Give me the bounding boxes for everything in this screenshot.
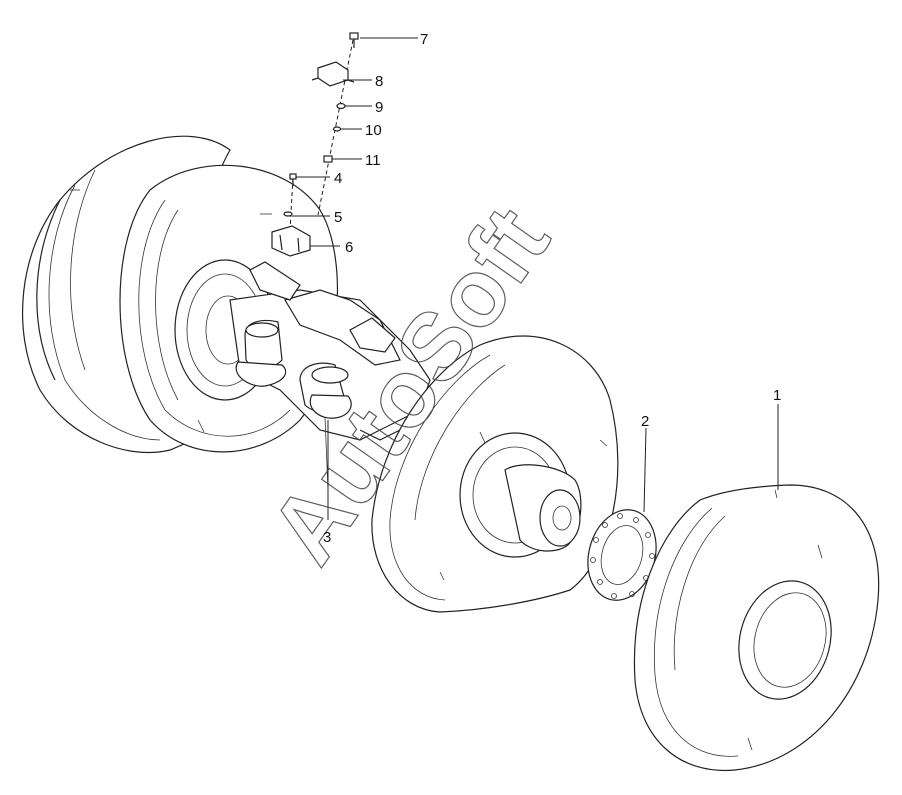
callout-4: 4 (334, 170, 342, 187)
hardware-stack (271, 32, 359, 257)
right-hub (459, 432, 582, 558)
axle-housing (229, 261, 431, 491)
callout-11: 11 (365, 152, 381, 169)
callout-8: 8 (375, 73, 383, 90)
callout-7: 7 (420, 31, 428, 48)
detached-tire (633, 484, 880, 772)
callout-10: 10 (365, 122, 382, 139)
wheel-disc (587, 509, 657, 601)
leader-lines (292, 37, 779, 520)
callout-3: 3 (323, 529, 331, 546)
callout-6: 6 (345, 239, 353, 256)
callout-1: 1 (773, 387, 781, 404)
callout-labels: 1 2 3 4 5 6 7 8 9 10 11 (323, 31, 781, 546)
callout-2: 2 (641, 413, 649, 430)
callout-5: 5 (334, 209, 342, 226)
callout-9: 9 (375, 99, 383, 116)
